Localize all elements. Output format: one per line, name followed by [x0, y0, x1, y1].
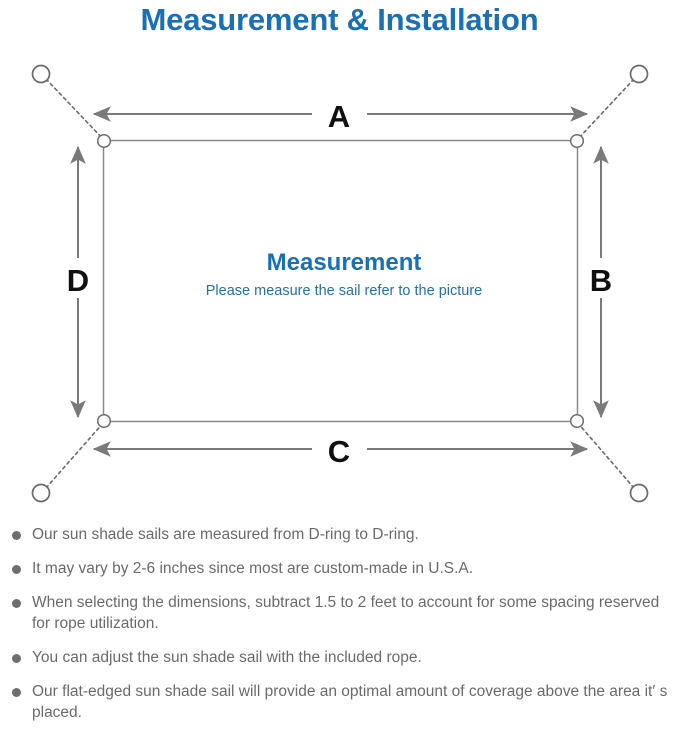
- d-rings: [96, 133, 585, 429]
- anchor-bottom-right-icon: [629, 483, 649, 503]
- d-ring-bottom-left-icon: [96, 413, 112, 429]
- d-ring-top-right-icon: [569, 133, 585, 149]
- bullet-icon: [12, 688, 21, 697]
- rope-top-right: [576, 78, 635, 141]
- rope-top-left: [45, 78, 105, 141]
- list-item: You can adjust the sun shade sail with t…: [0, 647, 679, 668]
- dimension-label-b: B: [590, 263, 612, 298]
- anchor-top-left-icon: [31, 64, 51, 84]
- rope-bottom-left: [45, 421, 105, 489]
- diagram-svg: A C D B Measurement Please measure the s…: [31, 64, 649, 503]
- sail-heading: Measurement: [267, 249, 422, 276]
- anchor-top-right-icon: [629, 64, 649, 84]
- anchor-points: [31, 64, 649, 503]
- list-item: When selecting the dimensions, subtract …: [0, 592, 679, 634]
- d-ring-top-left-icon: [96, 133, 112, 149]
- dimension-label-c: C: [328, 434, 350, 469]
- bullet-icon: [12, 531, 21, 540]
- sail-subheading: Please measure the sail refer to the pic…: [206, 283, 482, 299]
- d-ring-bottom-right-icon: [569, 413, 585, 429]
- notes-list: Our sun shade sails are measured from D-…: [0, 524, 679, 739]
- list-item: It may vary by 2-6 inches since most are…: [0, 558, 679, 579]
- note-text: You can adjust the sun shade sail with t…: [32, 649, 422, 666]
- anchor-bottom-left-icon: [31, 483, 51, 503]
- bullet-icon: [12, 599, 21, 608]
- rope-bottom-right: [576, 421, 635, 489]
- sun-shade-sail-measurement-diagram: A C D B Measurement Please measure the s…: [0, 48, 679, 518]
- bullet-icon: [12, 565, 21, 574]
- bullet-icon: [12, 654, 21, 663]
- sail-outline: [102, 139, 579, 423]
- page-title: Measurement & Installation: [140, 2, 539, 37]
- note-text: Our flat-edged sun shade sail will provi…: [32, 683, 668, 721]
- note-text: It may vary by 2-6 inches since most are…: [32, 560, 474, 577]
- list-item: Our sun shade sails are measured from D-…: [0, 524, 679, 545]
- dimension-label-a: A: [328, 99, 350, 134]
- rope-lines: [45, 78, 635, 489]
- list-item: Our flat-edged sun shade sail will provi…: [0, 681, 679, 723]
- note-text: Our sun shade sails are measured from D-…: [32, 526, 419, 543]
- dimension-label-d: D: [67, 263, 89, 298]
- note-text: When selecting the dimensions, subtract …: [32, 594, 660, 632]
